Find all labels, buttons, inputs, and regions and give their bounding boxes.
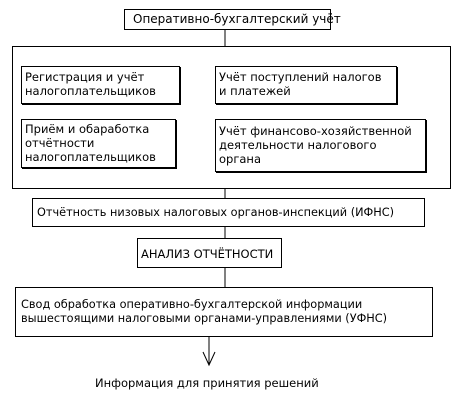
output-label: Информация для принятия решений	[95, 376, 319, 390]
arrow-down-icon	[202, 351, 216, 367]
reporting-box: Отчётность низовых налоговых органов-инс…	[32, 198, 425, 227]
item3-line1: Приём и обаработка	[25, 122, 150, 136]
item4-line2: деятельности налогового	[219, 138, 377, 152]
item3-line2: отчётности	[25, 136, 95, 150]
top-box-label: Оперативно-бухгалтерский учёт	[133, 12, 341, 26]
group-item-financial: Учёт финансово-хозяйственной деятельност…	[215, 119, 426, 172]
group-item-reporting-processing: Приём и обаработка отчётности налогоплат…	[21, 119, 176, 168]
top-box: Оперативно-бухгалтерский учёт	[124, 9, 341, 30]
summary-box-line2: вышестоящими налоговыми органами-управле…	[21, 312, 388, 325]
item2-line1: Учёт поступлений налогов	[219, 70, 382, 84]
reporting-box-label: Отчётность низовых налоговых органов-инс…	[37, 206, 395, 219]
item3-line3: налогоплательщиков	[25, 150, 156, 164]
item4-line3: органа	[219, 152, 261, 166]
summary-box: Свод обработка оперативно-бухгалтерской …	[15, 287, 433, 337]
group-item-registration: Регистрация и учёт налогоплательщиков	[21, 66, 180, 104]
summary-box-line1: Свод обработка оперативно-бухгалтерской …	[21, 298, 363, 311]
analysis-box: АНАЛИЗ ОТЧЁТНОСТИ	[137, 238, 282, 268]
item2-line2: и платежей	[219, 84, 291, 98]
item1-line1: Регистрация и учёт	[25, 70, 145, 84]
item1-line2: налогоплательщиков	[25, 84, 156, 98]
analysis-box-label: АНАЛИЗ ОТЧЁТНОСТИ	[141, 247, 274, 261]
group-item-receipts: Учёт поступлений налогов и платежей	[215, 66, 397, 104]
item4-line1: Учёт финансово-хозяйственной	[219, 124, 412, 138]
